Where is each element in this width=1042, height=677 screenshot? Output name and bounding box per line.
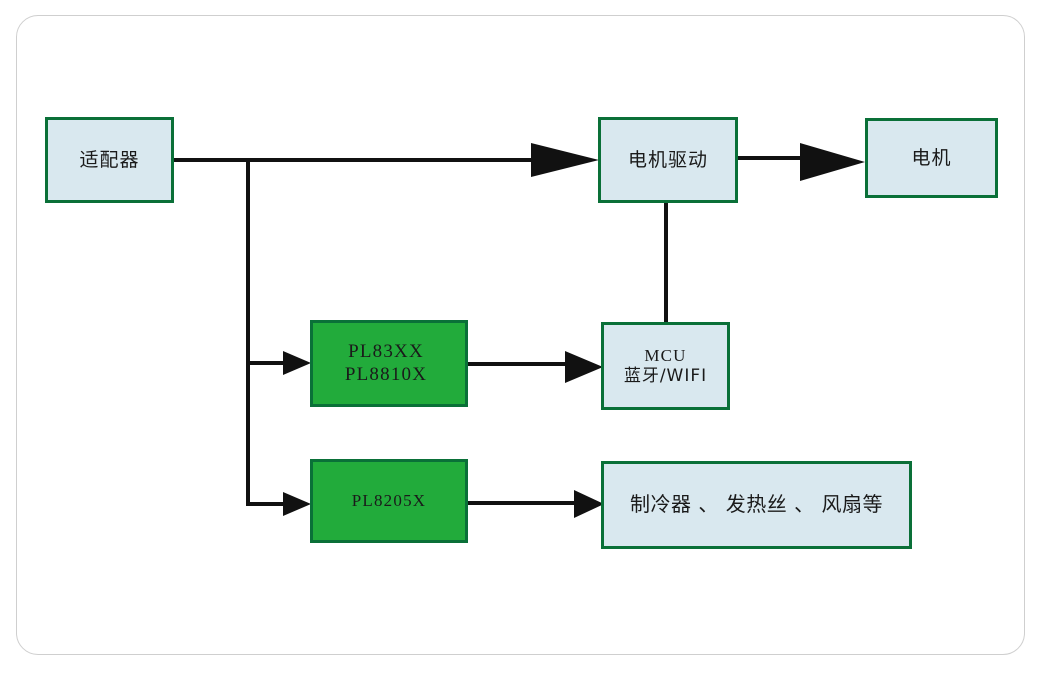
connector-adapter-trunk <box>174 158 533 162</box>
arrowhead-pl83xx-to-mcu <box>565 351 603 383</box>
node-motor-driver-label: 电机驱动 <box>627 148 708 171</box>
arrowhead-motor-driver-to-motor <box>800 143 865 181</box>
node-pl83xx[interactable]: PL83XX PL8810X <box>310 320 468 407</box>
connector-pl83xx-to-mcu <box>468 362 568 366</box>
connector-adapter-vertical-trunk <box>246 158 250 506</box>
connector-branch-to-pl83xx <box>246 361 286 365</box>
node-pl83xx-line2: PL8810X <box>344 363 428 385</box>
node-pl8205x-label: PL8205X <box>351 490 427 510</box>
node-motor[interactable]: 电机 <box>865 118 998 198</box>
node-mcu-line2: 蓝牙/WIFI <box>623 366 708 386</box>
connector-motor-driver-to-mcu <box>664 200 668 324</box>
node-pl83xx-line1: PL83XX <box>348 341 424 363</box>
node-pl8205x[interactable]: PL8205X <box>310 459 468 543</box>
connector-motor-driver-to-motor <box>738 156 804 160</box>
arrowhead-branch-to-pl83xx <box>283 351 311 375</box>
node-loads[interactable]: 制冷器 、 发热丝 、 风扇等 <box>601 461 912 549</box>
arrowhead-branch-to-pl8205x <box>283 492 311 516</box>
node-motor-driver[interactable]: 电机驱动 <box>598 117 738 203</box>
node-adapter[interactable]: 适配器 <box>45 117 174 203</box>
connector-branch-to-pl8205x <box>246 502 286 506</box>
node-motor-label: 电机 <box>911 146 952 169</box>
node-mcu[interactable]: MCU 蓝牙/WIFI <box>601 322 730 410</box>
node-loads-label: 制冷器 、 发热丝 、 风扇等 <box>630 492 883 517</box>
node-adapter-label: 适配器 <box>79 148 140 171</box>
arrowhead-pl8205x-to-loads <box>574 490 604 518</box>
connector-pl8205x-to-loads <box>468 501 578 505</box>
diagram-frame <box>16 15 1025 655</box>
node-mcu-line1: MCU <box>644 345 687 365</box>
arrowhead-adapter-to-motor-driver <box>531 143 599 177</box>
